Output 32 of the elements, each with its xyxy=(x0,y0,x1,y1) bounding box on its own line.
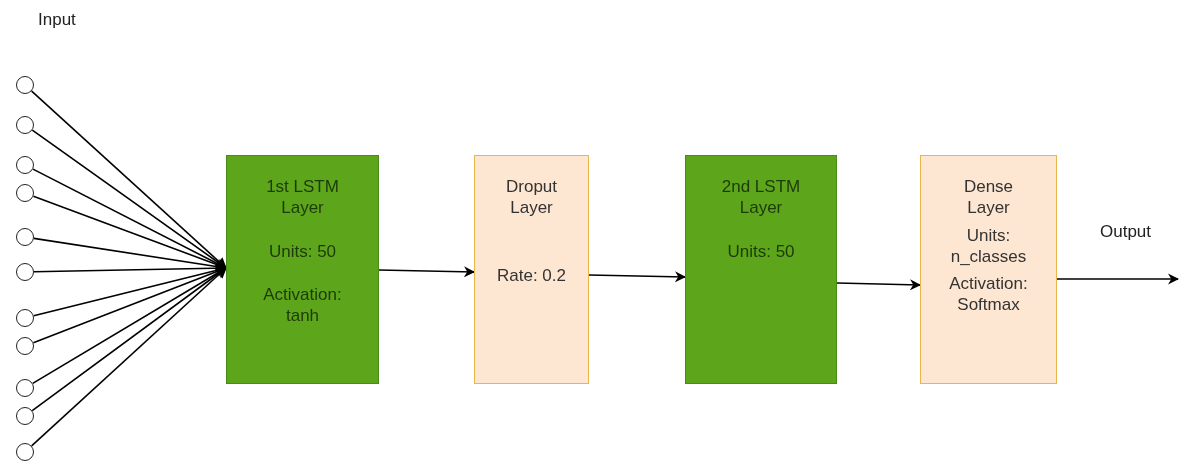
arrow xyxy=(378,266,476,278)
input-neuron xyxy=(16,76,34,94)
layer-box xyxy=(226,155,379,384)
layer-parameter: Activation: tanh xyxy=(262,283,343,327)
input-label: Input xyxy=(38,10,76,30)
arrow xyxy=(30,90,227,269)
arrow xyxy=(588,271,687,283)
layer-title: Dense Layer xyxy=(962,176,1015,219)
input-neuron xyxy=(16,156,34,174)
layer-parameter: Activation: Softmax xyxy=(948,273,1029,316)
input-neuron xyxy=(16,309,34,327)
edge-label: Output xyxy=(1100,222,1152,242)
layer-parameter: Units: 50 xyxy=(268,240,337,262)
layer-title: 2nd LSTM Layer xyxy=(720,176,802,219)
layer-parameter: Units: 50 xyxy=(727,240,795,262)
layer-parameter: Units: n_classes xyxy=(949,224,1028,267)
input-neuron xyxy=(16,443,34,461)
layer-title: 1st LSTM Layer xyxy=(265,176,340,219)
layer-parameter: Rate: 0.2 xyxy=(497,264,566,286)
input-neuron xyxy=(16,337,34,355)
arrow xyxy=(1056,273,1180,285)
layer-title: Droput Layer xyxy=(505,176,558,219)
input-neuron xyxy=(16,228,34,246)
input-neuron xyxy=(16,116,34,134)
layer-box xyxy=(920,155,1057,384)
layer-box xyxy=(474,155,589,384)
input-neuron xyxy=(16,379,34,397)
arrow xyxy=(836,279,922,291)
layer-box xyxy=(685,155,837,384)
input-neuron xyxy=(16,263,34,281)
input-neuron xyxy=(16,184,34,202)
input-neuron xyxy=(16,407,34,425)
